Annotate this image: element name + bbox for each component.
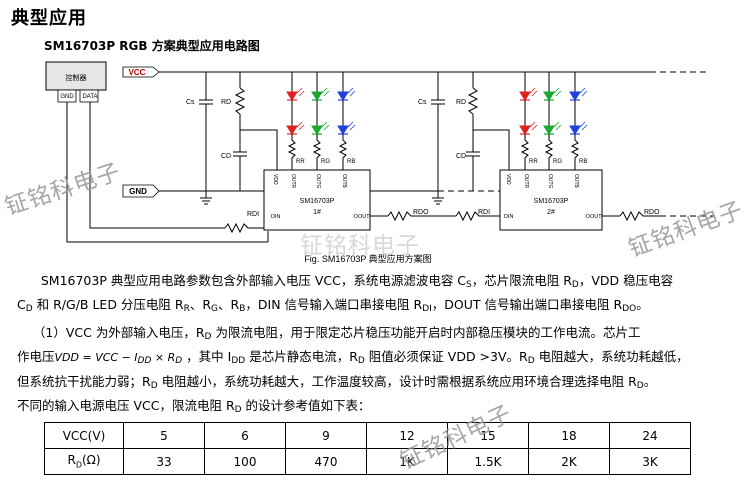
paragraph-2: （1）VCC 为外部输入电压，RD 为限流电阻，用于限定芯片稳压功能开启时内部稳… bbox=[32, 325, 641, 342]
cd-label-2: CD bbox=[456, 153, 466, 160]
table-cell: 1.5K bbox=[447, 448, 529, 475]
table-row-rd: RD(Ω) 33 100 470 1K 1.5K 2K 3K bbox=[44, 448, 691, 475]
voltage-equation: VDD = VCC − IDD × RD bbox=[54, 351, 183, 366]
resistor-red-label-1: RR bbox=[296, 159, 305, 165]
rdo-label-1: RDO bbox=[413, 209, 429, 216]
table-cell: 5 bbox=[123, 422, 205, 449]
led-blue-bottom-2 bbox=[569, 121, 588, 135]
table-cell: 24 bbox=[609, 422, 691, 449]
led-red-bottom-1 bbox=[286, 121, 305, 135]
table-header-rd: RD(Ω) bbox=[44, 448, 124, 475]
led-green-top-2 bbox=[543, 87, 562, 101]
vcc-label-box: VCC bbox=[122, 66, 160, 78]
resistor-green-label-1: RG bbox=[321, 159, 330, 165]
led-red-bottom-2 bbox=[519, 121, 538, 135]
led-blue-top-2 bbox=[569, 87, 588, 101]
paragraph-2-line-3: 但系统抗干扰能力弱；RD 电阻越小，系统功耗越大，工作温度较高，设计时需根据系统… bbox=[17, 374, 657, 391]
table-cell: 15 bbox=[447, 422, 529, 449]
chip-2-name: SM16703P bbox=[534, 198, 569, 205]
led-red-top-2 bbox=[519, 87, 538, 101]
table-cell: 6 bbox=[204, 422, 286, 449]
table-cell: 3K bbox=[609, 448, 691, 475]
resistor-blue-label-2: RB bbox=[579, 159, 587, 165]
paragraph-1-line-2: CD 和 R/G/B LED 分压电阻 RR、RG、RB，DIN 信号输入端口串… bbox=[17, 297, 649, 314]
chip-2-dout: DOUT bbox=[586, 214, 602, 220]
chip-1-name: SM16703P bbox=[300, 198, 335, 205]
cs-label-1: Cs bbox=[186, 99, 195, 106]
application-circuit-diagram: 控制器 GND DATA VCC GND bbox=[45, 61, 715, 264]
controller-wires bbox=[66, 102, 269, 243]
chip-1-outr: OUTR bbox=[290, 174, 296, 189]
controller-gnd-label: GND bbox=[60, 94, 74, 100]
cd-label-1: CD bbox=[221, 153, 231, 160]
table-row-vcc: VCC(V) 5 6 9 12 15 18 24 bbox=[44, 422, 691, 449]
paragraph-2-line-4: 不同的输入电源电压 VCC，限流电阻 RD 的设计参考值如下表： bbox=[17, 398, 371, 415]
gnd-label: GND bbox=[129, 187, 147, 196]
leds-1: RR RG RB bbox=[286, 72, 356, 170]
table-cell: 470 bbox=[285, 448, 367, 475]
table-cell: 33 bbox=[123, 448, 205, 475]
table-cell: 9 bbox=[285, 422, 367, 449]
figure-caption: Fig. SM16703P 典型应用方案图 bbox=[304, 253, 431, 264]
controller-title: 控制器 bbox=[66, 73, 87, 82]
chip-1-vdd: VDD bbox=[272, 174, 278, 185]
rdi-label-1: RDI bbox=[247, 211, 259, 218]
page-heading: 典型应用 bbox=[11, 8, 87, 29]
led-green-bottom-2 bbox=[543, 121, 562, 135]
controller-block: 控制器 GND DATA bbox=[45, 61, 107, 103]
rd-reference-table: VCC(V) 5 6 9 12 15 18 24 RD(Ω) 33 100 47… bbox=[44, 422, 691, 475]
chip-2-index: 2# bbox=[547, 209, 555, 216]
gnd-label-box: GND bbox=[122, 184, 160, 198]
chip-2-outb: OUTB bbox=[573, 174, 579, 189]
chip-2-outr: OUTR bbox=[523, 174, 529, 189]
unit-1: Cs RD CD RR RG RB SM16703P 1# DIN DOUT VDD… bbox=[186, 72, 500, 234]
controller-data-label: DATA bbox=[82, 94, 97, 100]
table-cell: 100 bbox=[204, 448, 286, 475]
table-cell: 12 bbox=[366, 422, 448, 449]
chip-2-outg: OUTG bbox=[547, 174, 553, 189]
led-blue-top-1 bbox=[337, 87, 356, 101]
resistor-blue-label-1: RB bbox=[347, 159, 355, 165]
leds-2: RR RG RB bbox=[519, 72, 588, 170]
table-cell: 18 bbox=[528, 422, 610, 449]
vcc-label: VCC bbox=[129, 68, 146, 77]
chip-2-vdd: VDD bbox=[505, 174, 511, 185]
diagram-title: SM16703P RGB 方案典型应用电路图 bbox=[44, 39, 260, 53]
led-green-bottom-1 bbox=[311, 121, 330, 135]
chip-1-dout: DOUT bbox=[354, 214, 370, 220]
led-blue-bottom-1 bbox=[337, 121, 356, 135]
chip-1-din: DIN bbox=[271, 214, 281, 220]
table-cell: 2K bbox=[528, 448, 610, 475]
rdo-label-2: RDO bbox=[644, 209, 660, 216]
table-cell: 1K bbox=[366, 448, 448, 475]
resistor-red-label-2: RR bbox=[529, 159, 538, 165]
table-header-vcc: VCC(V) bbox=[44, 422, 124, 449]
chip-2-din: DIN bbox=[504, 214, 514, 220]
unit-2: Cs RD CD RR RG RB SM16703P 2# DIN DOUT VDD… bbox=[418, 72, 715, 231]
paragraph-1: SM16703P 典型应用电路参数包含外部输入电压 VCC，系统电源滤波电容 C… bbox=[40, 273, 674, 290]
led-red-top-1 bbox=[286, 87, 305, 101]
rd-label-1: RD bbox=[221, 99, 231, 106]
cs-label-2: Cs bbox=[418, 99, 427, 106]
rd-label-2: RD bbox=[456, 99, 466, 106]
chip-1-index: 1# bbox=[313, 209, 321, 216]
chip-1-outg: OUTG bbox=[315, 174, 321, 189]
paragraph-2-line-2: 作电压VDD = VCC − IDD × RD ，其中 IDD 是芯片静态电流，… bbox=[17, 349, 689, 366]
resistor-green-label-2: RG bbox=[553, 159, 562, 165]
led-green-top-1 bbox=[311, 87, 330, 101]
rdi-label-2: RDI bbox=[478, 209, 490, 216]
chip-1-outb: OUTB bbox=[341, 174, 347, 189]
